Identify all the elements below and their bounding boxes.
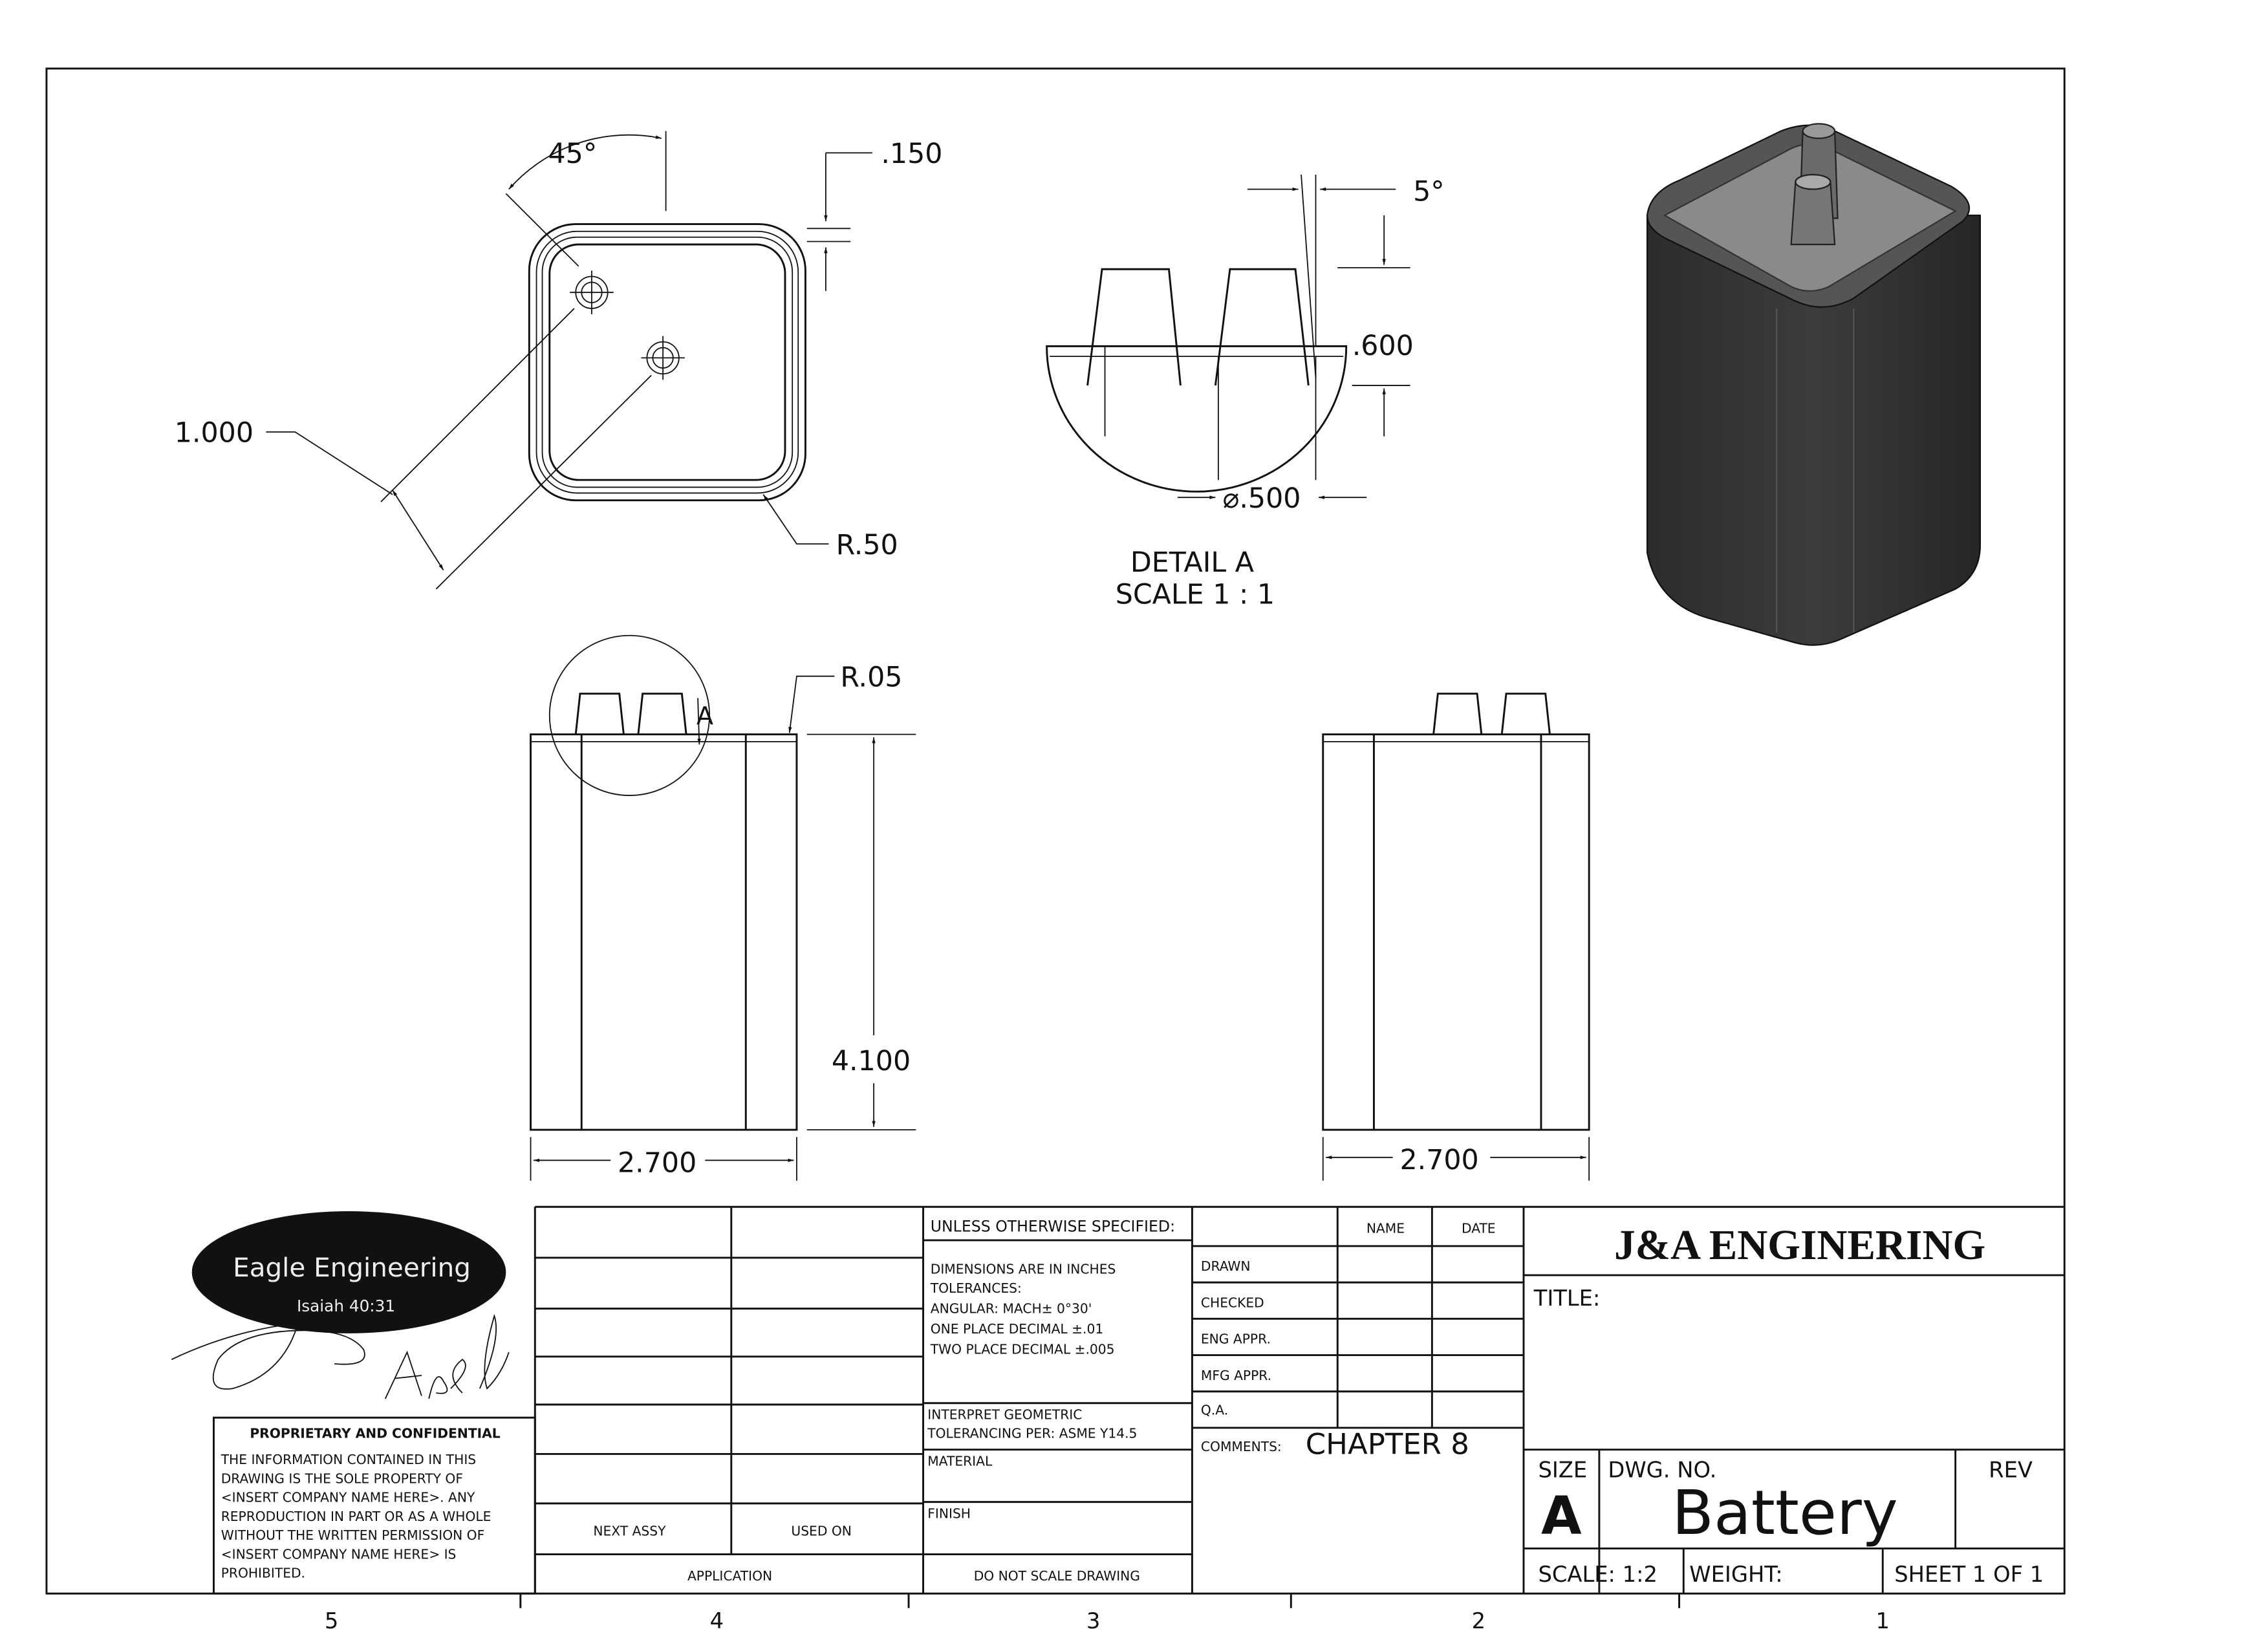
zone-2: 2 [1472,1608,1485,1633]
proprietary-title: PROPRIETARY AND CONFIDENTIAL [250,1426,500,1441]
tolerance-line: TOLERANCES: [930,1280,1022,1296]
size-label: SIZE [1538,1457,1587,1482]
scale-label: SCALE: 1:2 [1538,1562,1657,1587]
approval-drawn: DRAWN [1201,1258,1251,1274]
name-header: NAME [1366,1221,1405,1236]
angle-dimension: 45° [548,138,598,170]
detail-a-view: 5° .600 ⌀.500 DETAIL A SCALE 1 : 1 [1046,175,1445,610]
terminal-hole [570,270,614,314]
fillet-radius-dimension: R.05 [840,661,902,693]
tolerance-line: DIMENSIONS ARE IN INCHES [931,1262,1116,1277]
company-logo: Eagle Engineering Isaiah 40:31 [191,1211,506,1333]
application-label: APPLICATION [687,1568,772,1584]
finish-label: FINISH [927,1505,971,1521]
detail-scale: SCALE 1 : 1 [1116,578,1275,610]
tolerance-line: TWO PLACE DECIMAL ±.005 [930,1341,1115,1357]
interpret-line: TOLERANCING PER: ASME Y14.5 [927,1426,1137,1441]
taper-angle-dimension: 5° [1413,176,1445,208]
rev-label: REV [1989,1457,2033,1482]
interpret-line: INTERPRET GEOMETRIC [927,1406,1082,1422]
approval-mfg: MFG APPR. [1201,1368,1271,1383]
detail-marker: A [697,702,713,731]
terminal-height-dimension: .600 [1352,330,1414,362]
zone-ticks [519,1593,1680,1608]
height-dimension: 4.100 [832,1045,911,1077]
right-view: 2.700 [1322,693,1590,1181]
proprietary-line: <INSERT COMPANY NAME HERE>. ANY [221,1490,475,1505]
material-label: MATERIAL [927,1453,993,1469]
corner-radius-dimension: R.50 [836,529,898,561]
next-assy-label: NEXT ASSY [593,1523,666,1538]
top-view: 45° .150 1.000 R.50 [175,131,942,590]
proprietary-line: REPRODUCTION IN PART OR AS A WHOLE [221,1509,491,1524]
dwg-no-value: Battery [1672,1478,1897,1549]
date-header: DATE [1462,1221,1496,1236]
approval-checked: CHECKED [1201,1295,1264,1310]
front-view: A R.05 4.100 2.700 [530,634,916,1181]
isometric-view [1646,123,1982,646]
zone-5: 5 [325,1608,338,1633]
comments-value: CHAPTER 8 [1306,1427,1469,1461]
zone-4: 4 [710,1608,724,1633]
unless-specified-header: UNLESS OTHERWISE SPECIFIED: [931,1217,1175,1235]
proprietary-line: DRAWING IS THE SOLE PROPERTY OF [221,1471,463,1486]
do-not-scale-label: DO NOT SCALE DRAWING [974,1568,1140,1584]
width-dimension: 2.700 [1399,1144,1478,1176]
weight-label: WEIGHT: [1689,1562,1782,1587]
detail-title: DETAIL A [1130,546,1254,579]
company-name: J&A ENGINERING [1614,1222,1985,1269]
logo-name: Eagle Engineering [233,1252,471,1283]
tolerance-line: ONE PLACE DECIMAL ±.01 [931,1321,1103,1337]
hole-spacing-dimension: 1.000 [175,417,254,449]
zone-1: 1 [1876,1608,1890,1633]
zone-3: 3 [1086,1608,1100,1633]
dwg-no-label: DWG. NO. [1608,1457,1716,1482]
proprietary-line: PROHIBITED. [221,1566,305,1581]
proprietary-line: <INSERT COMPANY NAME HERE> IS [221,1546,457,1562]
approval-qa: Q.A. [1201,1403,1228,1418]
offset-dimension: .150 [881,138,942,170]
terminal-diameter-dimension: ⌀.500 [1223,482,1301,515]
sheet-border [45,67,2066,1595]
title-block-grid [534,1205,2065,1594]
logo-verse: Isaiah 40:31 [297,1297,395,1315]
proprietary-notice: PROPRIETARY AND CONFIDENTIAL THE INFORMA… [213,1416,536,1595]
approval-eng: ENG APPR. [1201,1331,1271,1347]
used-on-label: USED ON [791,1523,851,1538]
sheet-label: SHEET 1 OF 1 [1894,1562,2044,1587]
width-dimension: 2.700 [618,1147,697,1179]
size-value: A [1541,1486,1582,1547]
tolerance-line: ANGULAR: MACH± 0°30' [931,1300,1092,1316]
proprietary-line: WITHOUT THE WRITTEN PERMISSION OF [221,1527,485,1543]
terminal-hole [641,336,685,380]
signature [171,1313,510,1399]
title-label: TITLE: [1533,1286,1601,1311]
proprietary-line: THE INFORMATION CONTAINED IN THIS [221,1452,476,1467]
comments-label: COMMENTS: [1201,1439,1282,1454]
